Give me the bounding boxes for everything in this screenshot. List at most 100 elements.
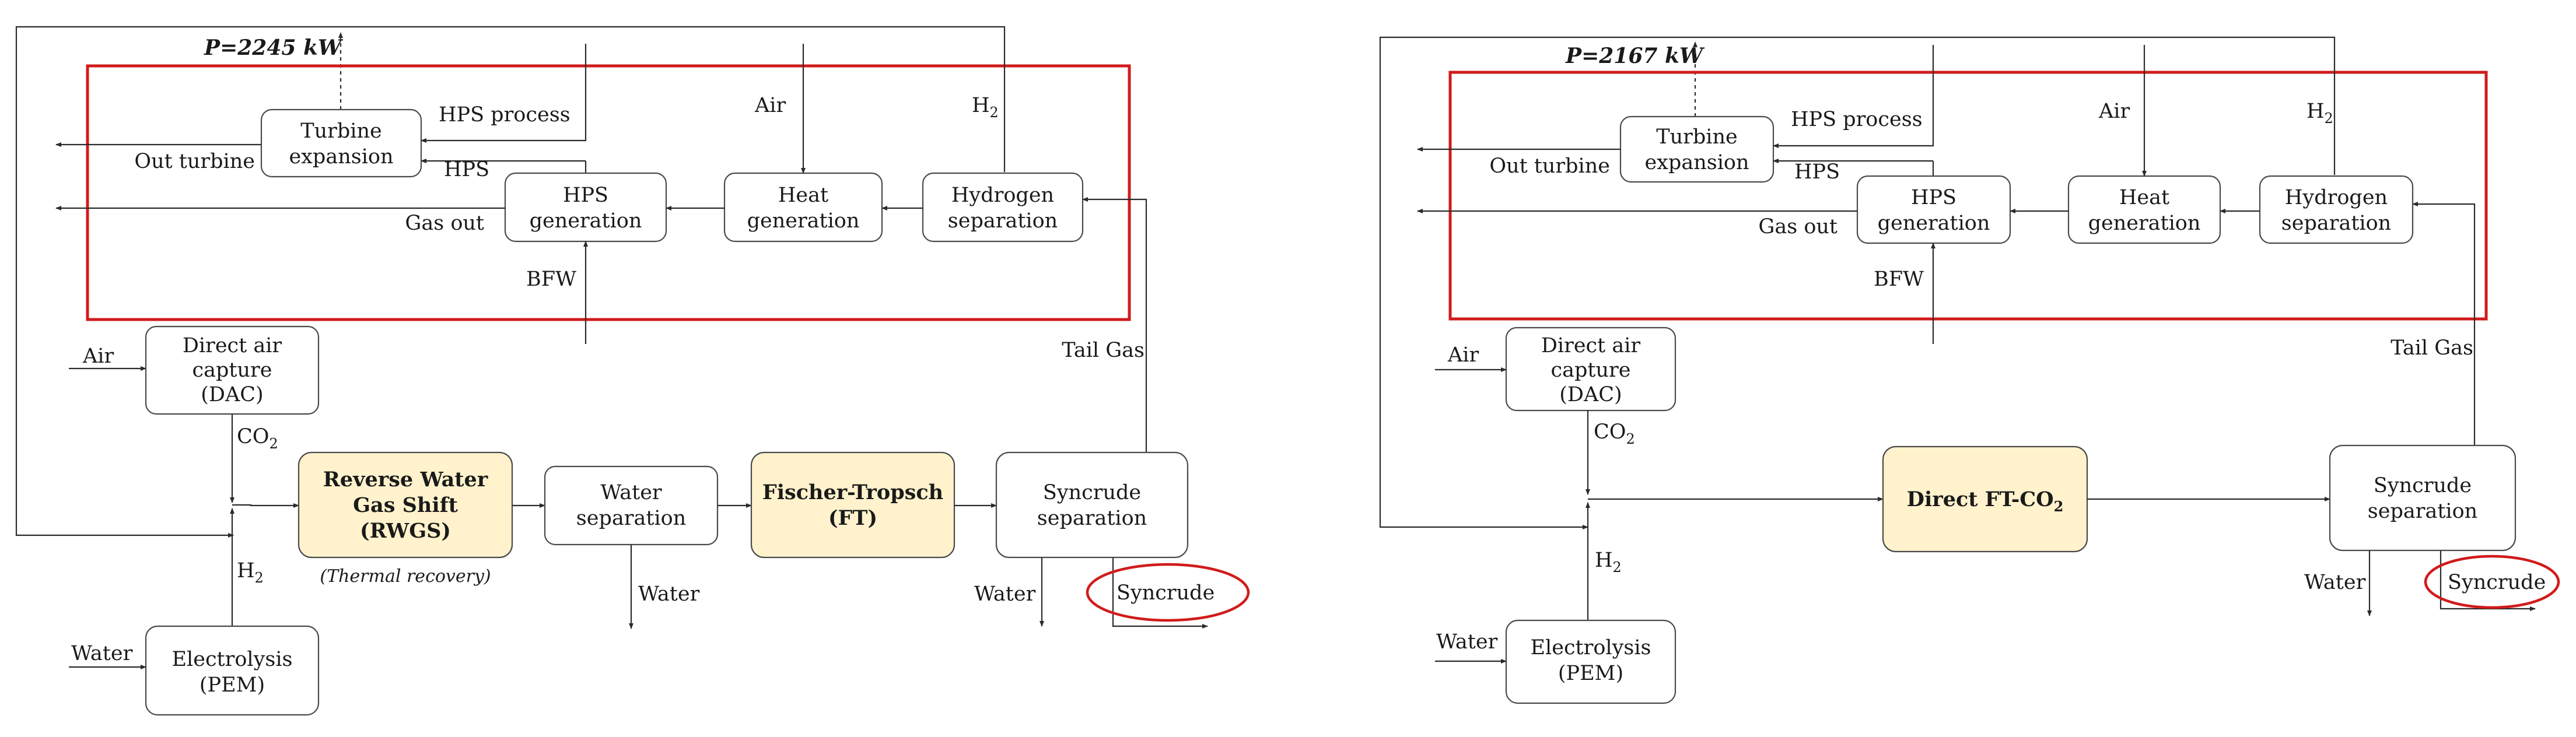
- right-syncrude-label: Syncrude: [2448, 571, 2546, 594]
- svg-text:Hydrogen: Hydrogen: [951, 184, 1054, 207]
- svg-text:Fischer-Tropsch: Fischer-Tropsch: [762, 480, 943, 504]
- right-syncrude-red-ellipse: [2424, 554, 2560, 609]
- left-recycle-loop: [15, 26, 1006, 538]
- left-hps-label: HPS: [444, 158, 489, 181]
- left-gas-out-label: Gas out: [405, 212, 484, 235]
- left-water-separation-box: Water separation: [544, 465, 719, 546]
- left-dac-box: Direct air capture (DAC): [145, 325, 320, 415]
- svg-text:separation: separation: [576, 507, 686, 530]
- left-tail-gas-arrow: [1082, 197, 1147, 452]
- right-h2-bottom-label: H2: [1595, 549, 1622, 575]
- right-gas-out-label: Gas out: [1758, 215, 1838, 238]
- left-rwgs-box: Reverse Water Gas Shift (RWGS): [298, 451, 513, 559]
- left-water-out-ws-label: Water: [638, 582, 700, 606]
- left-electrolysis-box: Electrolysis (PEM): [145, 625, 320, 716]
- left-syncrude-separation-box: Syncrude separation: [995, 451, 1189, 559]
- left-hps-generation-box: HPS generation: [504, 172, 667, 243]
- left-fischer-tropsch-box: Fischer-Tropsch (FT): [750, 451, 956, 559]
- right-water-in-label: Water: [1436, 630, 1498, 654]
- svg-text:Turbine: Turbine: [1656, 125, 1737, 149]
- svg-text:(DAC): (DAC): [201, 383, 263, 406]
- right-tail-gas-arrow: [2412, 202, 2476, 445]
- left-tail-gas-label: Tail Gas: [1062, 339, 1144, 362]
- left-co2-label: CO2: [237, 425, 278, 452]
- right-tail-gas-label: Tail Gas: [2390, 336, 2473, 360]
- svg-text:Electrolysis: Electrolysis: [172, 648, 292, 671]
- right-air-top-label: Air: [2098, 100, 2130, 123]
- svg-text:(PEM): (PEM): [200, 673, 265, 697]
- right-dac-box: Direct air capture (DAC): [1505, 327, 1676, 412]
- left-power-label: P=2245 kW: [204, 36, 344, 60]
- left-water-out-ss-label: Water: [974, 582, 1036, 606]
- svg-text:(RWGS): (RWGS): [360, 519, 451, 543]
- left-bfw-label: BFW: [526, 268, 576, 291]
- left-water-in-label: Water: [71, 642, 133, 665]
- right-direct-ft-co2-box: Direct FT-CO2: [1882, 445, 2088, 553]
- svg-text:separation: separation: [1037, 507, 1147, 530]
- svg-text:expansion: expansion: [1644, 151, 1749, 174]
- left-syncrude-red-ellipse: [1086, 563, 1250, 622]
- left-hps-process-label: HPS process: [439, 103, 570, 127]
- right-turbine-expansion-box: Turbine expansion: [1619, 115, 1774, 183]
- svg-text:separation: separation: [2281, 212, 2391, 235]
- left-out-turbine-label: Out turbine: [134, 150, 255, 173]
- right-syncrude-out-arrow: [2440, 550, 2536, 611]
- svg-text:(PEM): (PEM): [1558, 662, 1623, 685]
- left-air-top-label: Air: [754, 94, 786, 117]
- right-recycle-loop: [1379, 36, 2336, 529]
- svg-text:Direct air: Direct air: [183, 334, 282, 357]
- svg-text:expansion: expansion: [289, 145, 393, 169]
- svg-text:Heat: Heat: [2119, 186, 2169, 209]
- left-syncrude-label: Syncrude: [1116, 581, 1214, 605]
- left-h2-bottom-label: H2: [237, 559, 264, 586]
- svg-text:generation: generation: [747, 209, 860, 233]
- svg-text:capture: capture: [1551, 359, 1631, 382]
- svg-text:separation: separation: [2368, 500, 2477, 523]
- left-hps-process-arrow: [421, 44, 587, 143]
- right-electrolysis-box: Electrolysis (PEM): [1505, 619, 1676, 704]
- svg-text:(DAC): (DAC): [1559, 383, 1622, 406]
- left-turbine-expansion-box: Turbine expansion: [260, 108, 422, 178]
- right-co2-label: CO2: [1594, 420, 1635, 447]
- svg-text:Syncrude: Syncrude: [2374, 474, 2472, 497]
- right-syncrude-separation-box: Syncrude separation: [2329, 444, 2516, 552]
- svg-text:Direct air: Direct air: [1541, 334, 1641, 357]
- svg-text:Gas Shift: Gas Shift: [353, 493, 458, 517]
- right-hydrogen-separation-box: Hydrogen separation: [2259, 175, 2414, 244]
- right-out-turbine-label: Out turbine: [1489, 155, 1610, 178]
- right-red-highlight-frame: [1448, 71, 2488, 321]
- right-water-out-ss-label: Water: [2304, 571, 2366, 594]
- right-h2-top-label: H2: [2306, 100, 2333, 127]
- svg-text:(FT): (FT): [828, 506, 877, 530]
- right-power-label: P=2167 kW: [1565, 44, 1705, 68]
- right-hps-process-arrow: [1773, 45, 1934, 148]
- left-heat-generation-box: Heat generation: [723, 172, 883, 243]
- right-hps-generation-box: HPS generation: [1856, 175, 2011, 244]
- svg-text:Direct FT-CO2: Direct FT-CO2: [1907, 487, 2064, 515]
- left-syncrude-out-arrow: [1112, 557, 1208, 629]
- right-hps-process-label: HPS process: [1791, 108, 1923, 131]
- left-air-dac-label: Air: [82, 345, 114, 368]
- left-red-highlight-frame: [86, 64, 1131, 321]
- svg-text:Electrolysis: Electrolysis: [1530, 636, 1651, 659]
- svg-text:Reverse Water: Reverse Water: [323, 468, 488, 492]
- left-diagram: P=2245 kW Turbine expansion Out turbine …: [15, 26, 1250, 716]
- svg-text:generation: generation: [2088, 212, 2201, 235]
- svg-text:HPS: HPS: [563, 184, 608, 207]
- svg-text:Hydrogen: Hydrogen: [2285, 186, 2388, 209]
- svg-text:Syncrude: Syncrude: [1043, 481, 1141, 504]
- svg-text:Water: Water: [600, 481, 662, 504]
- svg-text:capture: capture: [192, 359, 272, 382]
- svg-text:generation: generation: [530, 209, 642, 233]
- svg-text:generation: generation: [1878, 212, 1990, 235]
- right-diagram: P=2167 kW Turbine expansion Out turbine …: [1379, 36, 2560, 704]
- svg-text:Heat: Heat: [778, 184, 828, 207]
- left-hydrogen-separation-box: Hydrogen separation: [922, 172, 1084, 243]
- left-h2-top-label: H2: [972, 94, 999, 121]
- right-heat-generation-box: Heat generation: [2067, 175, 2221, 244]
- right-air-dac-label: Air: [1447, 343, 1479, 367]
- svg-text:Turbine: Turbine: [300, 120, 382, 143]
- left-thermal-recovery-label: (Thermal recovery): [320, 566, 491, 587]
- right-hps-label: HPS: [1794, 160, 1840, 184]
